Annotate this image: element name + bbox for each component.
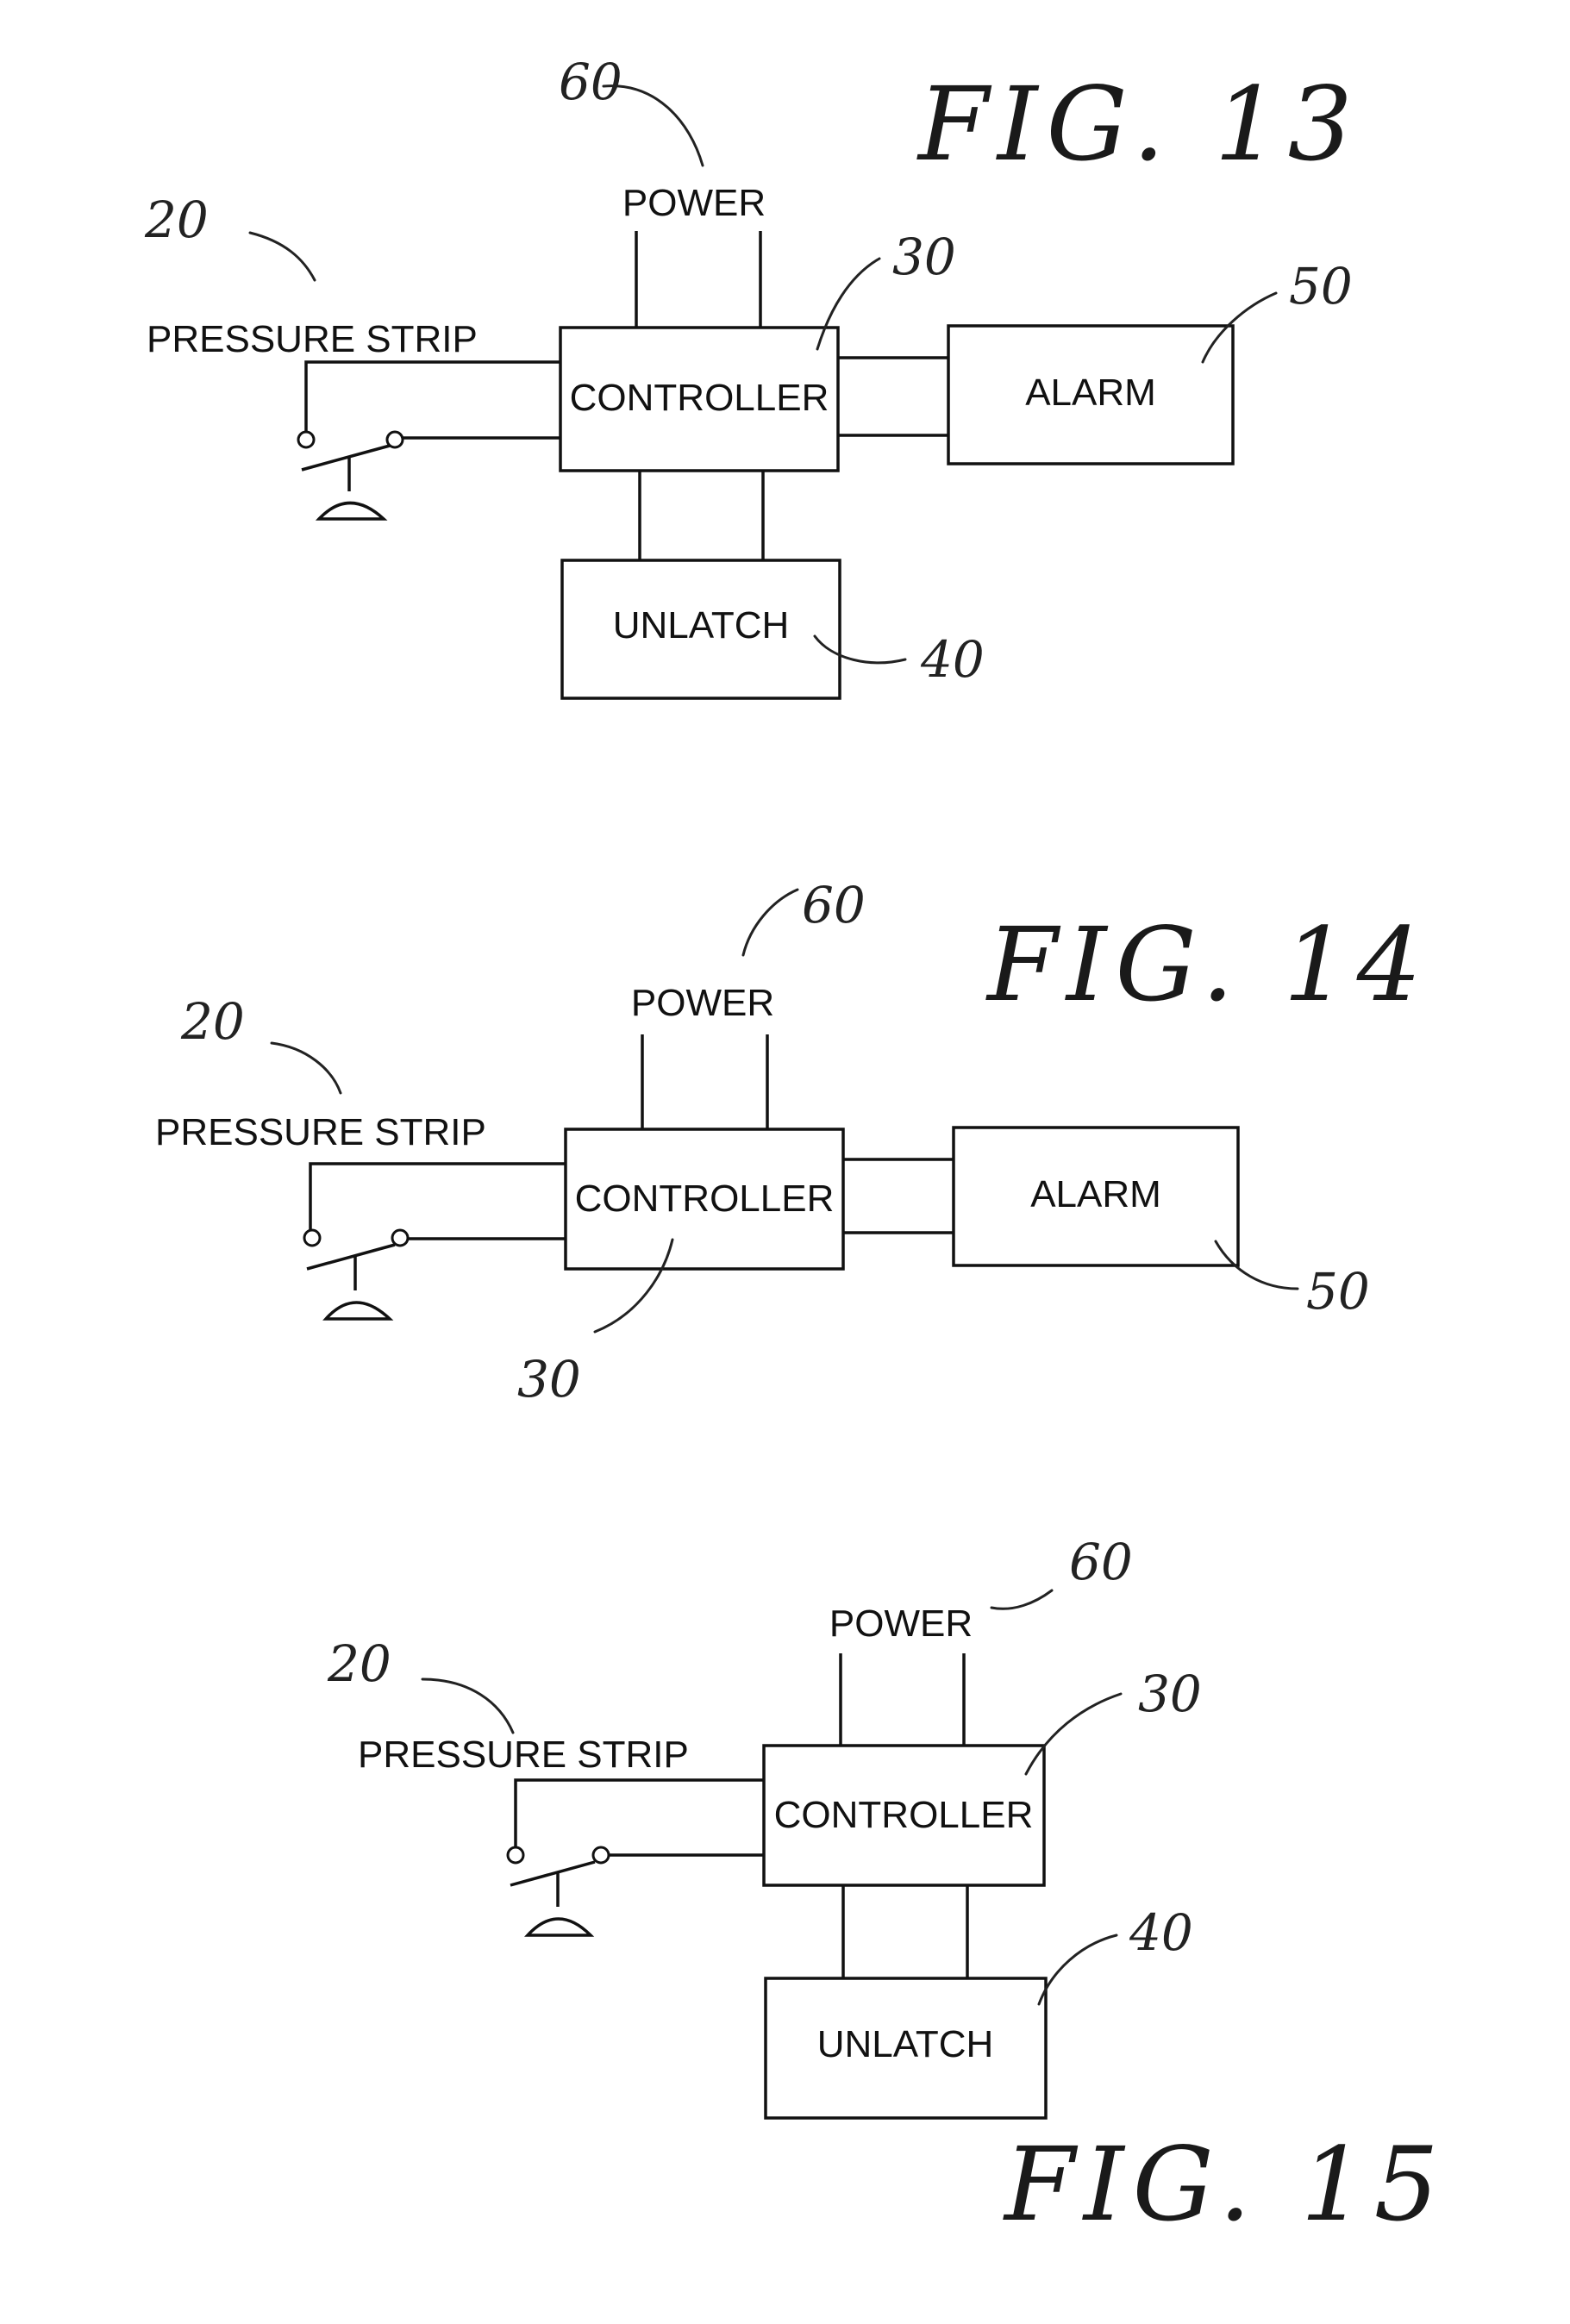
fig13-ref-alarm-leader	[1203, 293, 1276, 362]
fig13-switch-terminal-left	[298, 432, 314, 447]
fig14-switch-lever	[307, 1245, 395, 1269]
fig13-switch-button	[319, 503, 384, 520]
fig15-title: FIG. 15	[1003, 2125, 1448, 2244]
fig14-ref-power: 60	[802, 876, 866, 934]
fig15-switch-terminal-right	[593, 1847, 609, 1863]
fig14-title: FIG. 14	[985, 905, 1430, 1024]
figure-13: FIG. 13 POWER 60 CONTROLLER 30 ALARM 50 …	[144, 53, 1361, 698]
fig14-strip-wire-top	[310, 1164, 566, 1231]
fig13-unlatch-label: UNLATCH	[613, 604, 790, 647]
fig14-ref-power-leader	[743, 890, 798, 955]
fig14-switch-button	[326, 1303, 390, 1319]
fig15-switch-terminal-left	[508, 1847, 523, 1863]
fig15-ref-controller-leader	[1026, 1694, 1121, 1774]
fig14-ref-strip: 20	[180, 992, 245, 1051]
fig13-ref-controller-leader	[817, 259, 879, 349]
fig15-switch-button	[528, 1919, 591, 1935]
fig13-ref-controller: 30	[892, 228, 956, 286]
fig13-ref-unlatch-leader	[815, 636, 905, 663]
fig15-power-label: POWER	[829, 1602, 973, 1645]
fig15-ref-unlatch: 40	[1129, 1903, 1193, 1962]
fig13-controller-label: CONTROLLER	[570, 377, 829, 419]
fig14-power-label: POWER	[631, 982, 774, 1024]
figure-15: FIG. 15 POWER 60 CONTROLLER 30 UNLATCH 4…	[327, 1533, 1448, 2244]
fig15-ref-power: 60	[1069, 1533, 1133, 1591]
fig14-ref-controller: 30	[517, 1350, 581, 1409]
fig13-title: FIG. 13	[916, 65, 1361, 184]
fig15-ref-unlatch-leader	[1039, 1935, 1117, 2004]
fig14-alarm-label: ALARM	[1030, 1173, 1161, 1215]
fig13-strip-wire-top	[306, 362, 560, 433]
fig14-controller-label: CONTROLLER	[575, 1178, 835, 1220]
fig13-strip-label: PRESSURE STRIP	[147, 318, 478, 360]
fig13-ref-strip: 20	[144, 191, 209, 249]
fig13-ref-alarm: 50	[1289, 257, 1353, 315]
fig13-ref-power: 60	[559, 53, 622, 111]
fig15-ref-controller: 30	[1138, 1665, 1202, 1723]
figure-14: FIG. 14 POWER 60 CONTROLLER 30 ALARM 50 …	[155, 876, 1430, 1409]
fig14-ref-controller-leader	[595, 1240, 672, 1332]
fig13-switch-lever	[302, 446, 390, 470]
fig13-alarm-label: ALARM	[1025, 372, 1156, 414]
fig14-ref-strip-leader	[272, 1043, 341, 1093]
fig15-ref-strip-leader	[422, 1679, 513, 1733]
fig14-ref-alarm: 50	[1306, 1262, 1370, 1321]
fig14-switch-terminal-right	[392, 1230, 408, 1246]
fig13-power-label: POWER	[622, 182, 766, 224]
fig14-switch-terminal-left	[304, 1230, 320, 1246]
fig15-ref-strip: 20	[327, 1634, 391, 1693]
fig15-strip-label: PRESSURE STRIP	[358, 1734, 689, 1776]
fig15-switch-lever	[510, 1862, 595, 1885]
fig15-controller-label: CONTROLLER	[774, 1794, 1034, 1836]
fig13-ref-strip-leader	[250, 233, 315, 280]
fig15-ref-power-leader	[991, 1590, 1052, 1609]
fig15-strip-wire-top	[516, 1780, 764, 1847]
fig14-strip-label: PRESSURE STRIP	[155, 1111, 486, 1153]
fig15-unlatch-label: UNLATCH	[817, 2023, 994, 2065]
fig13-ref-unlatch: 40	[920, 630, 985, 689]
